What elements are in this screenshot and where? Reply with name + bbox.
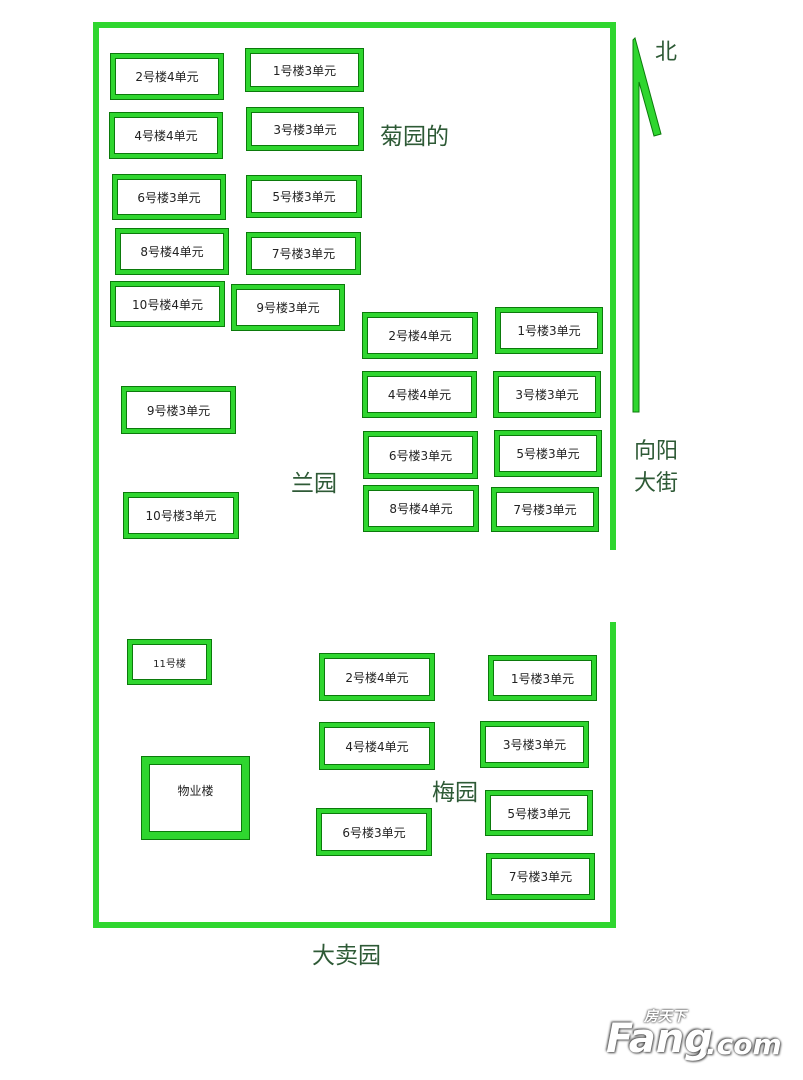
meiyuan-building-2: 2号楼4单元 (320, 654, 434, 700)
juyuan-building-7: 7号楼3单元 (247, 233, 360, 274)
watermark-cn: 房天下 (644, 1009, 686, 1025)
north-wall (93, 22, 616, 28)
juyuan-building-10: 10号楼4单元 (111, 282, 224, 326)
juyuan-building-5: 5号楼3单元 (247, 176, 361, 217)
meiyuan-building-3: 3号楼3单元 (481, 722, 588, 767)
east-wall-upper (610, 22, 616, 550)
lanyuan-building-7: 7号楼3单元 (492, 488, 598, 531)
street-label: 向阳 大街 (626, 436, 686, 500)
watermark-fang: Fang (606, 1016, 713, 1062)
meiyuan-building-6: 6号楼3单元 (317, 809, 431, 855)
juyuan-building-1: 1号楼3单元 (246, 49, 363, 91)
west-wall (93, 22, 99, 928)
meiyuan-building-1: 1号楼3单元 (489, 656, 596, 700)
lanyuan-label: 兰园 (291, 471, 337, 497)
meiyuan-building-7: 7号楼3单元 (487, 854, 594, 899)
lanyuan-building-3: 3号楼3单元 (494, 372, 600, 417)
fang-watermark-logo: 房天下 Fang .com (606, 1006, 796, 1068)
juyuan-building-4: 4号楼4单元 (110, 113, 222, 158)
meiyuan-building-4: 4号楼4单元 (320, 723, 434, 769)
juyuan-building-8: 8号楼4单元 (116, 229, 228, 274)
north-arrow-icon (632, 37, 662, 413)
meiyuan-label: 梅园 (432, 780, 478, 806)
east-wall-lower (610, 622, 616, 928)
lanyuan-building-8: 8号楼4单元 (364, 486, 478, 531)
north-label: 北 (655, 40, 678, 65)
juyuan-building-2: 2号楼4单元 (111, 54, 223, 99)
property-office-building: 物业楼 (142, 757, 249, 839)
lanyuan-building-9: 9号楼3单元 (122, 387, 235, 433)
juyuan-label: 菊园的 (380, 124, 449, 150)
juyuan-building-3: 3号楼3单元 (247, 108, 363, 150)
street-label-line1: 向阳 (633, 439, 678, 464)
lanyuan-building-6: 6号楼3单元 (364, 432, 477, 478)
lanyuan-building-10: 10号楼3单元 (124, 493, 238, 538)
lanyuan-building-2: 2号楼4单元 (363, 313, 477, 358)
juyuan-building-9: 9号楼3单元 (232, 285, 344, 330)
lanyuan-building-4: 4号楼4单元 (363, 372, 476, 417)
meiyuan-building-5: 5号楼3单元 (486, 791, 592, 835)
south-wall (93, 922, 616, 928)
damaiyuan-label: 大卖园 (312, 943, 381, 969)
lanyuan-building-1: 1号楼3单元 (496, 308, 602, 353)
juyuan-building-6: 6号楼3单元 (113, 175, 225, 219)
building-11: 11号楼 (128, 640, 211, 684)
lanyuan-building-5: 5号楼3单元 (495, 431, 601, 476)
street-label-line2: 大街 (633, 471, 678, 496)
watermark-com: .com (706, 1028, 782, 1061)
